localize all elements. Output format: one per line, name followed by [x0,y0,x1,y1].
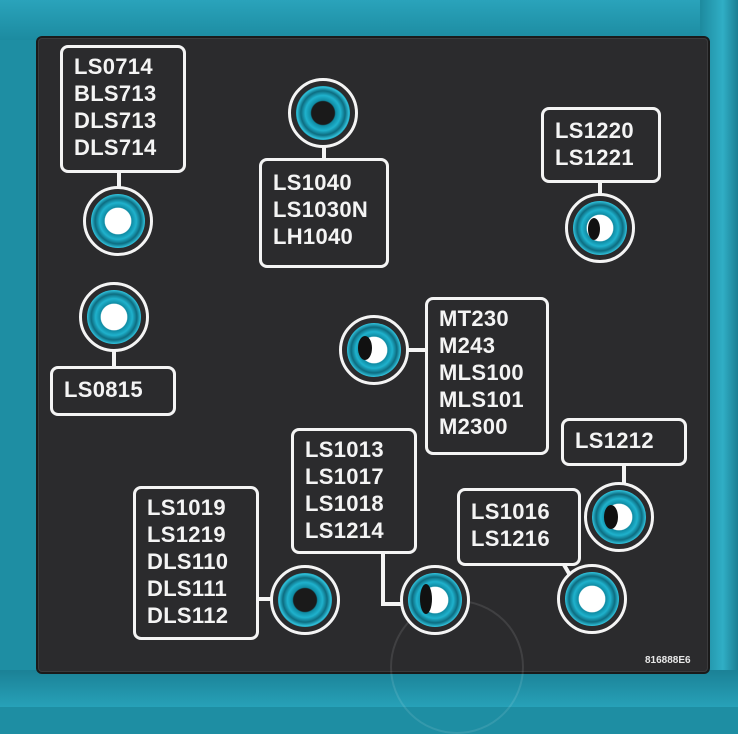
eyelet-hole-left-mid [87,290,141,344]
model-label: DLS713 [74,108,157,133]
model-label: LS1219 [147,522,226,547]
part-code: 816888E6 [645,655,691,666]
housing-frame-top [0,0,738,40]
model-label: MLS100 [439,360,524,385]
model-label: LS1030N [273,197,369,222]
model-label: LS1221 [555,145,634,170]
eyelet-hole-right-low-top [592,490,646,544]
eyelet-hole-top-right [573,201,627,255]
model-label: LS0815 [64,377,143,402]
connector-line-top-center [322,138,326,160]
connector-line-top-right [598,180,602,198]
model-label: DLS112 [147,603,229,628]
model-label-box-top-center: LS1040 LS1030N LH1040 [259,158,389,268]
model-label: LS1216 [471,526,550,551]
model-label-box-tl: LS0714 BLS713 DLS713 DLS714 [60,45,186,173]
model-label-box-top-right: LS1220 LS1221 [541,107,661,183]
eyelet-hole-right-low [565,572,619,626]
model-label: LS1013 [305,437,384,462]
model-label-box-bottom-left: LS1019 LS1219 DLS110 DLS111 DLS112 [133,486,259,640]
eyelet-shadow [358,336,372,360]
model-label-box-center-low: LS1013 LS1017 LS1018 LS1214 [291,428,417,554]
model-label: LS0714 [74,54,153,79]
model-label: LS1019 [147,495,226,520]
eyelet-shadow [420,584,432,614]
eyelet-hole-mid-right [347,323,401,377]
model-label: M243 [439,333,496,358]
model-label: LS1017 [305,464,384,489]
model-label-box-right-low-top: LS1212 [561,418,687,466]
model-label: MLS101 [439,387,524,412]
connector-line-left-mid [112,347,116,369]
model-label: DLS110 [147,549,229,574]
connector-line-tl [117,168,121,190]
model-label: LS1040 [273,170,352,195]
eyelet-hole-tl [91,194,145,248]
eyelet-hole-top-center [296,86,350,140]
eyelet-hole-bottom-left [278,573,332,627]
model-label: BLS713 [74,81,157,106]
connector-line-center-low-h [381,602,411,606]
model-label: DLS111 [147,576,228,601]
model-label: MT230 [439,306,509,331]
connector-line-mid-right [407,348,429,352]
model-label: LS1018 [305,491,384,516]
eyelet-shadow [604,505,618,529]
connector-line-bottom-left [258,597,274,601]
model-label: LS1016 [471,499,550,524]
model-label: DLS714 [74,135,157,160]
model-label: LS1214 [305,518,384,543]
model-label: LS1212 [575,428,654,453]
model-label-box-right-low: LS1016 LS1216 [457,488,581,566]
model-label-box-mid-right: MT230 M243 MLS100 MLS101 M2300 [425,297,549,455]
eyelet-hole-center-low [408,573,462,627]
model-label: LS1220 [555,118,634,143]
connector-line-right-low-top [622,463,626,485]
connector-line-center-low-v [381,550,385,605]
model-label: M2300 [439,414,508,439]
model-label-box-left-mid: LS0815 [50,366,176,416]
eyelet-shadow [588,218,600,240]
model-label: LH1040 [273,224,354,249]
housing-frame-bottom [0,670,738,707]
